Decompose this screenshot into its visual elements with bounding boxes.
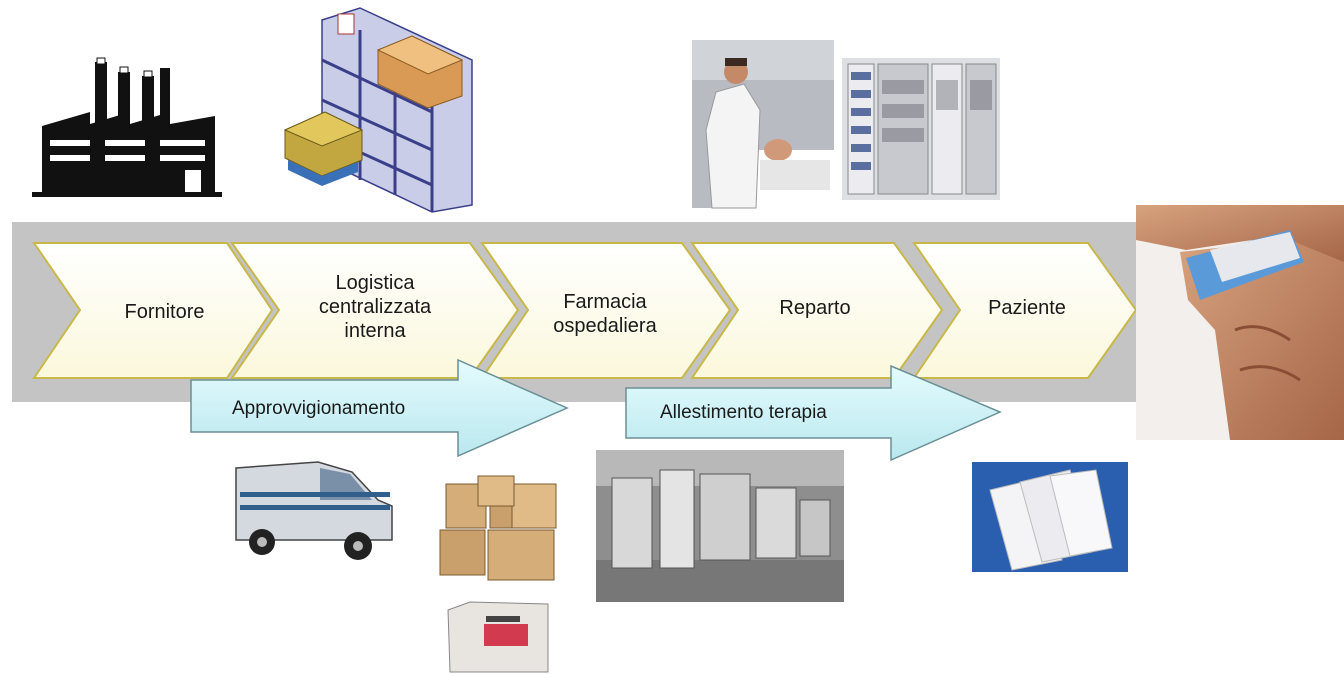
- delivery-van-icon: [235, 461, 393, 560]
- step-label-paziente: Paziente: [988, 297, 1066, 319]
- chevron-paziente: [912, 242, 1138, 379]
- factory-icon: [32, 57, 222, 197]
- patient-wristband-photo: [1136, 205, 1344, 440]
- step-label-fornitore: Fornitore: [124, 301, 205, 323]
- step-label-farmacia: Farmacia ospedaliera: [553, 291, 657, 337]
- phase-label-approvvigionamento: Approvvigionamento: [232, 398, 406, 419]
- step-label-reparto: Reparto: [779, 297, 851, 319]
- pharmacy-automation-photo: [596, 450, 844, 602]
- chevron-fornitore: [32, 242, 274, 379]
- warehouse-shelves-icon: [283, 7, 473, 213]
- cardboard-boxes-icon: [439, 475, 557, 581]
- phase-label-allestimento: Allestimento terapia: [660, 402, 827, 423]
- chevron-farmacia: [480, 242, 732, 379]
- arrow-approvvigionamento: [190, 358, 569, 458]
- unit-dose-bags-photo: [972, 462, 1128, 572]
- arrow-allestimento: [625, 364, 1002, 462]
- medication-cabinet-photo: [842, 58, 1000, 200]
- step-label-logistica: Logistica centralizzata interna: [318, 272, 432, 342]
- medicine-box-icon: [447, 601, 549, 673]
- doctor-patient-photo: [692, 40, 834, 209]
